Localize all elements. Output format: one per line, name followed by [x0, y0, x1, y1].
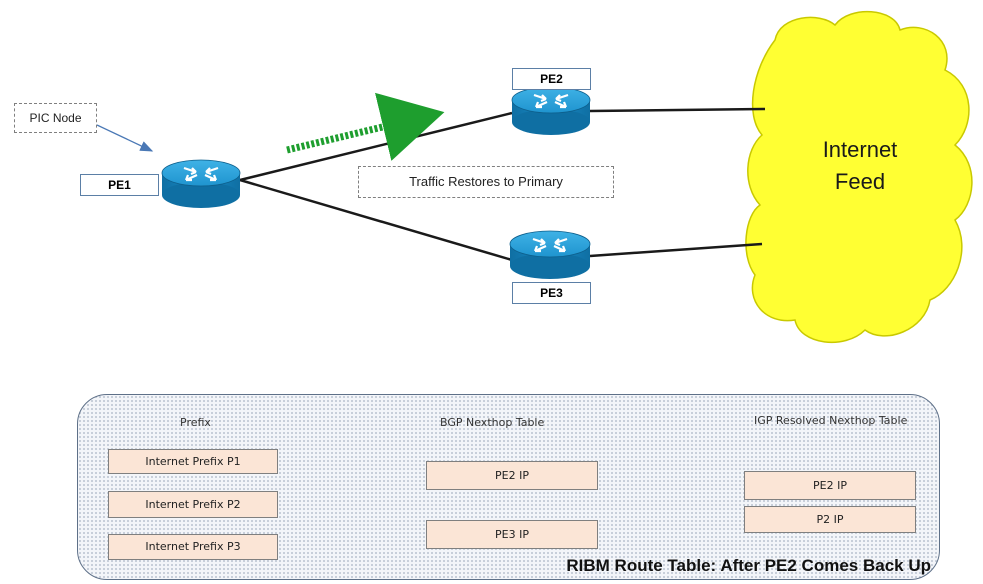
router-pe3-icon	[509, 230, 591, 279]
bgp-nexthop-pe3-box: PE3 IP	[426, 520, 598, 549]
internet-cloud	[745, 11, 973, 344]
link-pe1-pe3	[239, 178, 513, 262]
prefix-column-header: Prefix	[180, 416, 211, 429]
internet-feed-label: Internet Feed	[800, 134, 920, 198]
bgp-column-header: BGP Nexthop Table	[440, 416, 545, 429]
prefix-p2-box: Internet Prefix P2	[108, 491, 278, 518]
prefix-p1-box: Internet Prefix P1	[108, 449, 278, 474]
igp-column-header: IGP Resolved Nexthop Table	[754, 414, 908, 427]
igp-nexthop-p2-box: P2 IP	[744, 506, 916, 533]
traffic-note: Traffic Restores to Primary	[358, 166, 614, 198]
router-pe2-icon	[511, 86, 591, 135]
pe3-label: PE3	[512, 282, 591, 304]
link-pe3-cloud	[589, 242, 763, 258]
link-pe2-cloud	[589, 107, 766, 113]
cloud-line-1: Internet	[822, 137, 898, 162]
traffic-restore-arrow	[286, 92, 445, 161]
router-pe1-icon	[161, 159, 241, 208]
pic-node-arrow	[96, 124, 154, 152]
igp-nexthop-pe2-box: PE2 IP	[744, 471, 916, 500]
prefix-p3-box: Internet Prefix P3	[108, 534, 278, 560]
ribm-caption: RIBM Route Table: After PE2 Comes Back U…	[566, 556, 931, 575]
pe1-label: PE1	[80, 174, 159, 196]
cloud-line-2: Feed	[834, 169, 886, 194]
pic-node-label: PIC Node	[14, 103, 97, 133]
bgp-nexthop-pe2-box: PE2 IP	[426, 461, 598, 490]
pe2-label: PE2	[512, 68, 591, 90]
